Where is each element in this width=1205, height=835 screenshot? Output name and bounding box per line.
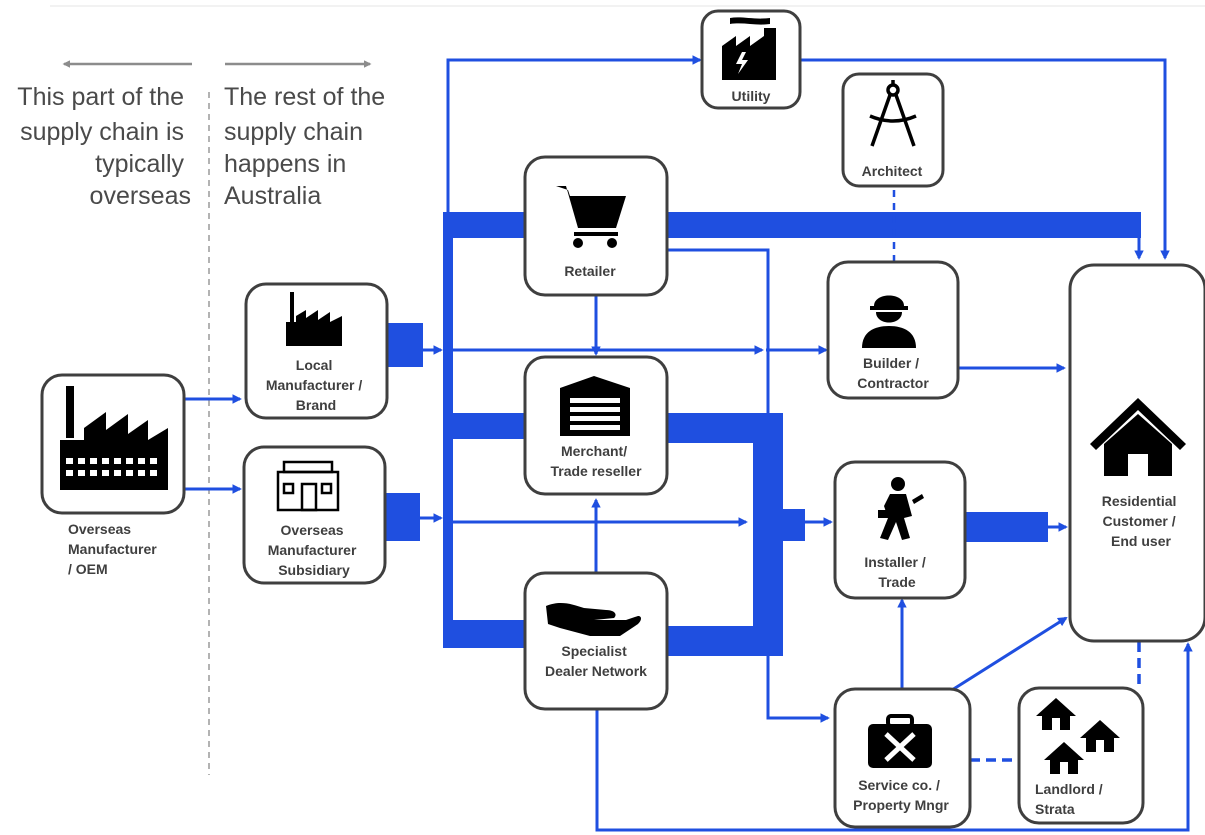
houses-icon [1036, 698, 1120, 774]
flow-retail-enduser [667, 212, 1141, 238]
shopping-cart-icon [556, 186, 626, 248]
label-installer: Installer / Trade [864, 554, 929, 590]
node-retailer[interactable]: Retailer [523, 155, 669, 297]
toolbox-icon [868, 714, 932, 768]
label-overseas-oem: Overseas Manufacturer / OEM [68, 521, 161, 577]
flow-trunk-specialist [443, 620, 525, 648]
flow-subsidiary-stub [385, 493, 420, 541]
worker-icon [878, 477, 924, 540]
factory-icon [286, 292, 342, 346]
label-specialist: Specialist Dealer Network [545, 643, 647, 679]
flows [385, 212, 1141, 656]
factory-icon [60, 386, 168, 490]
label-retailer: Retailer [564, 263, 616, 279]
power-plant-icon [722, 17, 776, 80]
house-icon [1090, 398, 1186, 476]
australia-caption: The rest of the supply chain happens in … [224, 83, 392, 210]
node-service[interactable]: Service co. / Property Mngr [833, 687, 972, 829]
warehouse-icon [560, 376, 630, 436]
label-local-manufacturer: Local Manufacturer / Brand [266, 357, 366, 413]
node-utility[interactable]: Utility [700, 9, 802, 110]
label-architect: Architect [862, 163, 923, 179]
compass-icon [869, 80, 917, 147]
label-builder: Builder / Contractor [857, 355, 929, 391]
shop-icon [276, 460, 340, 512]
node-residential[interactable]: Residential Customer / End user [1068, 263, 1205, 643]
flow-trunk-top [443, 212, 525, 238]
label-residential: Residential Customer / End user [1102, 493, 1181, 549]
node-merchant[interactable]: Merchant/ Trade reseller [523, 355, 669, 496]
node-builder[interactable]: Builder / Contractor [826, 260, 960, 400]
label-utility: Utility [732, 88, 771, 104]
builder-icon [862, 295, 916, 348]
flow-installer-enduser [960, 512, 1048, 542]
node-architect[interactable]: Architect [841, 72, 945, 188]
overseas-caption: This part of the supply chain is typical… [17, 83, 191, 210]
node-overseas-oem[interactable] [40, 373, 186, 515]
hand-icon [546, 602, 641, 636]
dashed-links [892, 190, 1141, 762]
node-local-manufacturer[interactable]: Local Manufacturer / Brand [244, 282, 389, 420]
label-merchant: Merchant/ Trade reseller [550, 443, 642, 479]
flow-specialist-right [667, 626, 783, 656]
flow-merchant-right [667, 413, 757, 443]
flow-trunk-merchant [443, 413, 525, 439]
flow-local-stub [387, 323, 423, 367]
node-installer[interactable]: Installer / Trade [833, 460, 967, 600]
label-landlord: Landlord / Strata [1035, 781, 1107, 817]
label-overseas-subsidiary: Overseas Manufacturer Subsidiary [268, 522, 361, 578]
flow-installer-stub [783, 509, 805, 541]
flow-lines [183, 55, 1193, 832]
node-overseas-subsidiary[interactable]: Overseas Manufacturer Subsidiary [242, 445, 387, 585]
node-specialist[interactable]: Specialist Dealer Network [523, 571, 669, 711]
node-landlord[interactable]: Landlord / Strata [1017, 686, 1145, 825]
label-service: Service co. / Property Mngr [853, 777, 949, 813]
